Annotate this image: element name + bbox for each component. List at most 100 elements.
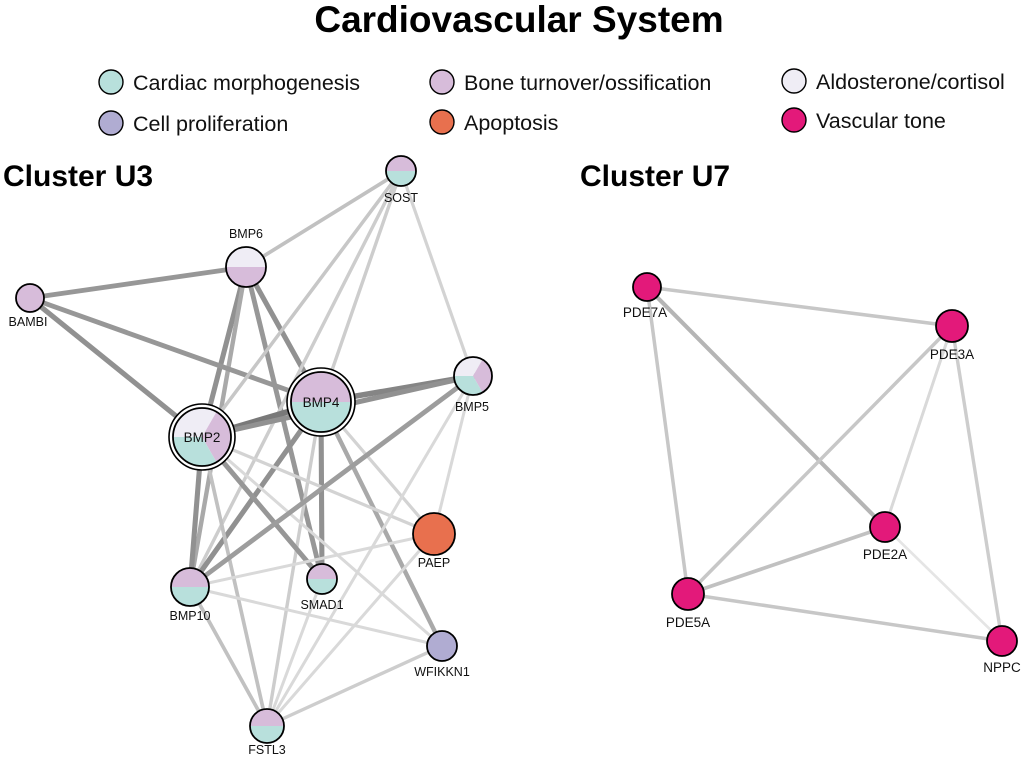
node-smad1-slice-bone — [307, 564, 337, 579]
edge-smad1-fstl3 — [265, 577, 324, 728]
edge-sost-bmp4 — [319, 169, 403, 404]
legend-item-bone: Bone turnover/ossification — [429, 69, 711, 95]
edge-pde5a-pde2a — [686, 525, 887, 596]
node-bmp6-slice-aldo — [226, 247, 266, 267]
node-bambi-label: BAMBI — [9, 315, 48, 329]
node-fstl3-label: FSTL3 — [248, 743, 286, 757]
edge-pde3a-pde2a — [883, 324, 954, 529]
node-smad1[interactable]: SMAD1 — [300, 563, 344, 612]
node-paep-label: PAEP — [418, 556, 450, 570]
node-wfikkn1[interactable]: WFIKKN1 — [414, 630, 470, 679]
node-wfikkn1-slice-prolif — [427, 631, 457, 661]
node-bmp4-outline — [290, 371, 352, 433]
legend-swatch-vascular — [781, 107, 807, 133]
edge-bmp6-smad1 — [243, 264, 325, 582]
edge-fstl3-wfikkn1 — [265, 644, 444, 728]
legend: Cardiac morphogenesis Cell proliferation… — [98, 68, 1005, 136]
edge-pde2a-nppc — [883, 525, 1004, 643]
node-sost[interactable]: SOST — [384, 155, 418, 205]
node-paep[interactable]: PAEP — [412, 512, 456, 570]
node-bmp4[interactable]: BMP4 — [286, 367, 356, 437]
node-fstl3-outline — [249, 708, 285, 744]
legend-label-aldo: Aldosterone/cortisol — [816, 70, 1005, 94]
node-fstl3-slice-cardiac — [250, 726, 284, 743]
edge-bmp2-wfikkn1 — [200, 435, 444, 648]
node-pde2a[interactable]: PDE2A — [863, 511, 907, 562]
node-pde5a-outline — [671, 577, 705, 611]
node-bmp10-slice-bone — [171, 568, 209, 587]
node-wfikkn1-label: WFIKKN1 — [414, 665, 470, 679]
node-sost-label: SOST — [384, 191, 418, 205]
node-nppc-slice-vascular — [987, 626, 1017, 656]
edge-bmp10-wfikkn1 — [188, 585, 444, 648]
cluster-u3-title: Cluster U3 — [3, 160, 153, 193]
edge-pde7a-pde3a — [645, 285, 954, 328]
node-pde7a[interactable]: PDE7A — [623, 272, 667, 320]
edge-bmp4-bmp10 — [187, 399, 324, 590]
node-pde7a-outline — [632, 272, 662, 302]
legend-label-vascular: Vascular tone — [816, 109, 946, 133]
node-smad1-slice-cardiac — [307, 579, 337, 594]
node-sost-outline — [385, 155, 417, 187]
cluster-u7-title: Cluster U7 — [580, 160, 730, 193]
edge-bmp6-bambi — [27, 264, 249, 301]
node-bmp4-slice-bone — [291, 372, 351, 402]
node-fstl3[interactable]: FSTL3 — [248, 708, 286, 757]
node-wfikkn1-outline — [426, 630, 458, 662]
node-pde7a-slice-vascular — [633, 273, 661, 301]
node-bmp10[interactable]: BMP10 — [170, 567, 211, 623]
legend-item-aldo: Aldosterone/cortisol — [781, 68, 1005, 94]
node-pde3a-label: PDE3A — [930, 347, 974, 362]
node-pde3a-outline — [935, 309, 969, 343]
node-pde3a-slice-vascular — [936, 310, 968, 342]
node-nppc-outline — [986, 625, 1018, 657]
node-bambi[interactable]: BAMBI — [9, 283, 48, 329]
legend-item-apoptosis: Apoptosis — [429, 109, 558, 135]
legend-swatch-bone — [429, 69, 455, 95]
node-pde5a-label: PDE5A — [666, 615, 710, 630]
edge-bmp10-paep — [188, 532, 436, 589]
edge-pde3a-nppc — [950, 324, 1004, 643]
node-pde7a-label: PDE7A — [623, 305, 667, 320]
node-bmp6[interactable]: BMP6 — [225, 227, 267, 288]
node-smad1-label: SMAD1 — [300, 598, 343, 612]
edge-bmp10-fstl3 — [188, 585, 269, 728]
legend-item-prolif: Cell proliferation — [98, 110, 288, 136]
node-pde3a[interactable]: PDE3A — [930, 309, 974, 362]
node-nppc[interactable]: NPPC — [983, 625, 1021, 675]
node-smad1-outline — [306, 563, 338, 595]
edge-bmp4-wfikkn1 — [318, 399, 445, 649]
legend-label-bone: Bone turnover/ossification — [464, 71, 711, 95]
node-bmp6-label: BMP6 — [229, 227, 263, 241]
node-pde2a-outline — [869, 511, 901, 543]
figure-title: Cardiovascular System — [314, 0, 723, 40]
node-bmp5-slice-bone — [473, 359, 492, 393]
node-bmp2-label: BMP2 — [184, 430, 221, 445]
node-bmp5[interactable]: BMP5 — [453, 356, 493, 414]
node-bmp5-outline — [453, 356, 493, 396]
node-bambi-outline — [15, 283, 45, 313]
node-bmp2-outline — [172, 407, 232, 467]
edge-pde3a-pde5a — [686, 324, 954, 596]
node-bmp10-slice-cardiac — [171, 587, 209, 606]
node-sost-slice-cardiac — [386, 171, 416, 186]
node-pde5a[interactable]: PDE5A — [666, 577, 710, 630]
node-nppc-label: NPPC — [983, 660, 1021, 675]
edge-layer — [27, 169, 1004, 728]
node-paep-slice-apoptosis — [413, 513, 455, 555]
node-bmp5-label: BMP5 — [455, 400, 489, 414]
edge-pde7a-pde5a — [645, 285, 690, 596]
node-sost-slice-bone — [386, 156, 416, 171]
legend-item-cardiac: Cardiac morphogenesis — [98, 69, 360, 95]
edge-sost-bmp2 — [200, 169, 403, 439]
node-bmp2-slice-bone — [202, 411, 231, 463]
legend-swatch-apoptosis — [429, 109, 455, 135]
node-bmp6-outline — [225, 246, 267, 288]
edge-bambi-bmp4 — [27, 295, 324, 405]
node-bmp10-outline — [170, 567, 210, 607]
node-bmp2[interactable]: BMP2 — [168, 403, 236, 471]
edge-pde5a-nppc — [686, 592, 1004, 643]
node-bmp6-slice-bone — [226, 267, 266, 287]
legend-item-vascular: Vascular tone — [781, 107, 946, 133]
